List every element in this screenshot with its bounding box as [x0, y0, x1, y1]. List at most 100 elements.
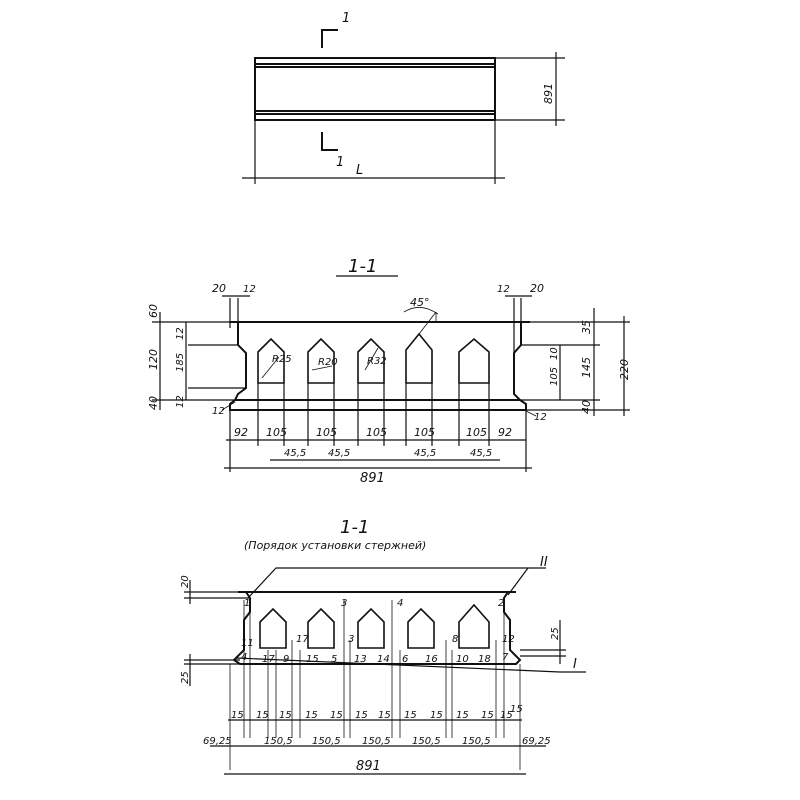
- left-top-dim-1: 20: [212, 282, 226, 295]
- overall-height-label: 220: [618, 359, 631, 380]
- rib-width-2: 45,5: [328, 448, 350, 459]
- rebar-mid-11: 11: [241, 638, 254, 649]
- small-spacing-11: 15: [481, 710, 494, 721]
- angle-label: 45°: [410, 296, 430, 309]
- right-top-dim-1: 12: [497, 284, 510, 295]
- section-mark-top-label: 1: [342, 11, 350, 26]
- section2-title: 1-1: [340, 517, 369, 538]
- section-mark-top: [321, 29, 338, 48]
- right-bottom-dim: 12: [534, 412, 547, 423]
- marker-II-leader: [247, 567, 546, 599]
- main-spacing-4: 150,5: [362, 736, 391, 747]
- section-1-1-rebar: 1-1 (Порядок установки стержней) II I 1 …: [180, 517, 586, 775]
- rebar-bottom-2: 17: [262, 654, 275, 665]
- hole-2: [307, 337, 335, 384]
- bottom-spacing-4: 105: [366, 426, 387, 439]
- right-top-dim-2: 20: [530, 282, 544, 295]
- rebar-bottom-5: 5: [331, 654, 337, 665]
- small-spacing-9: 15: [430, 710, 443, 721]
- rebar-bottom-7: 14: [377, 654, 390, 665]
- rebar-mid-8: 8: [452, 634, 458, 645]
- right-inner-10: 10: [549, 347, 560, 360]
- right-dim-145: 145: [580, 357, 593, 378]
- main-spacing-7: 69,25: [522, 736, 551, 747]
- small-spacing-row: 15 15 15 15 15 15 15 15 15 15 15 15 15: [231, 704, 523, 721]
- small-spacing-7: 15: [378, 710, 391, 721]
- left-dim-120: 120: [147, 349, 160, 370]
- section2-total-width: 891: [356, 759, 381, 774]
- radius-label-2: R20: [318, 357, 338, 368]
- hole-2-3: [357, 607, 385, 649]
- rebar-mid-17: 17: [296, 634, 309, 645]
- main-spacing-5: 150,5: [412, 736, 441, 747]
- right-dim-35: 35: [580, 320, 593, 334]
- right-inner-105: 105: [549, 367, 560, 386]
- marker-bottom: I: [573, 657, 577, 672]
- radius-label-1: R25: [272, 354, 292, 365]
- rebar-top-4: 4: [397, 598, 403, 609]
- left-dim-40: 40: [147, 396, 160, 410]
- small-spacing-13: 15: [510, 704, 523, 715]
- section2-bottom-dim: 25: [180, 671, 191, 684]
- hole-2-4: [407, 607, 435, 649]
- left-inner-185: 185: [175, 353, 186, 372]
- length-label: L: [356, 163, 363, 178]
- section2-subtitle: (Порядок установки стержней): [244, 539, 426, 552]
- marker-top: II: [540, 555, 548, 570]
- hole-2-5: [458, 603, 490, 649]
- rebar-lines: [229, 600, 521, 770]
- left-dim-60: 60: [147, 304, 160, 318]
- rebar-bottom-10: 10: [456, 654, 469, 665]
- rebar-bottom-6: 13: [354, 654, 367, 665]
- left-inner-12-top: 12: [175, 327, 186, 340]
- small-spacing-10: 15: [456, 710, 469, 721]
- left-inner-12-bottom: 12: [175, 395, 186, 408]
- bottom-spacing-2: 105: [266, 426, 287, 439]
- small-spacing-4: 15: [305, 710, 318, 721]
- rebar-bottom-8: 6: [402, 654, 408, 665]
- hole-1: [257, 337, 285, 384]
- small-spacing-3: 15: [279, 710, 292, 721]
- rebar-bottom-4: 15: [306, 654, 319, 665]
- rebar-bottom-9: 16: [425, 654, 438, 665]
- small-spacing-5: 15: [330, 710, 343, 721]
- rib-width-4: 45,5: [470, 448, 492, 459]
- rebar-bottom-3: 9: [283, 654, 289, 665]
- right-dim-40: 40: [580, 400, 593, 414]
- small-spacing-1: 15: [231, 710, 244, 721]
- rebar-bottom-12: 7: [502, 652, 509, 663]
- small-spacing-2: 15: [256, 710, 269, 721]
- rebar-bottom-11: 18: [478, 654, 491, 665]
- small-spacing-6: 15: [355, 710, 368, 721]
- bottom-spacing-5: 105: [414, 426, 435, 439]
- section-1-1: 1-1 R25 R20 R32 45° 20 12 12: [147, 256, 631, 486]
- section1-total-width: 891: [360, 471, 385, 486]
- left-top-dim-2: 12: [243, 284, 256, 295]
- hole-4: [405, 332, 433, 384]
- main-spacing-2: 150,5: [264, 736, 293, 747]
- small-spacing-12: 15: [500, 710, 513, 721]
- hole-2-2: [307, 607, 335, 649]
- rebar-top-2: 2: [498, 598, 504, 609]
- rebar-mid-12: 12: [502, 634, 515, 645]
- hole-3: [357, 337, 385, 384]
- section1-bottom-dims: 92 105 105 105 105 105 92 45,5 45,5 45,5…: [224, 383, 532, 486]
- section2-right-dim: 25: [550, 627, 561, 640]
- rebar-mid-3: 3: [348, 634, 354, 645]
- section1-title: 1-1: [348, 256, 377, 277]
- hole-2-1: [259, 607, 287, 649]
- section2-top-dim: 20: [180, 575, 191, 588]
- width-label: 891: [542, 83, 555, 104]
- left-bottom-dim: 12: [212, 406, 225, 417]
- main-spacing-row: 69,25 150,5 150,5 150,5 150,5 150,5 69,2…: [203, 736, 551, 747]
- plan-view: 1 1 L 891: [242, 11, 565, 184]
- main-spacing-6: 150,5: [462, 736, 491, 747]
- small-spacing-8: 15: [404, 710, 417, 721]
- radius-label-3: R32: [367, 356, 387, 367]
- main-spacing-1: 69,25: [203, 736, 232, 747]
- rib-width-3: 45,5: [414, 448, 436, 459]
- bottom-spacing-7: 92: [498, 426, 512, 439]
- bottom-spacing-6: 105: [466, 426, 487, 439]
- rebar-top-1: 1: [244, 598, 250, 609]
